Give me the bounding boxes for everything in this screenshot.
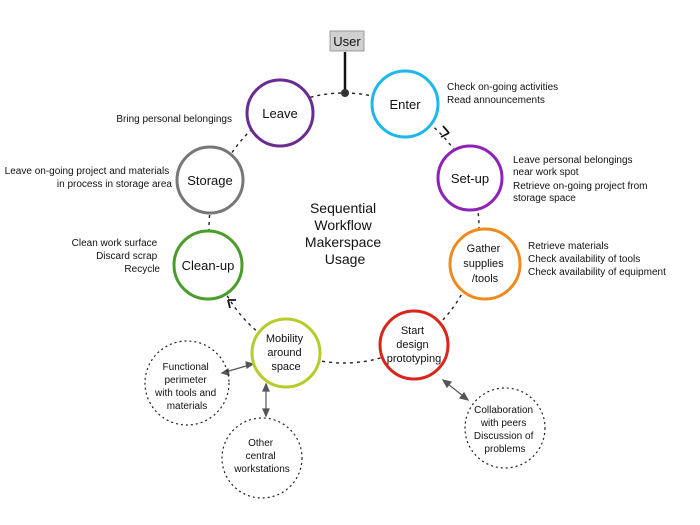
- step-setup-line: Set-up: [451, 171, 489, 186]
- step-storage: Storage Leave on-going project and mater…: [5, 145, 245, 215]
- peripheral-perimeter-label: Functional perimeter with tools and mate…: [154, 362, 219, 412]
- peripheral-central: Other central workstations: [221, 417, 303, 499]
- step-cleanup-circle: [172, 229, 244, 301]
- step-storage-line: Storage: [187, 173, 233, 188]
- peripheral-collab-line: Discussion of: [474, 431, 534, 442]
- step-leave: Leave Bring personal belongings: [116, 78, 315, 148]
- center-title-line: Workflow: [314, 217, 372, 233]
- step-gather-line: supplies: [463, 258, 504, 270]
- peripheral-collab-line: Collaboration: [474, 405, 533, 416]
- collab-start-arrow: [441, 379, 470, 401]
- step-start-line: design: [396, 339, 428, 351]
- peripheral-central-line: Other: [248, 438, 274, 449]
- step-mobility-line: space: [271, 361, 300, 373]
- step-enter-note: Read announcements: [447, 95, 545, 106]
- peripheral-collab-circle: [464, 387, 546, 469]
- step-setup-note: near work spot: [513, 167, 579, 178]
- step-cleanup-note: Discard scrap: [96, 251, 158, 262]
- center-title-line: Makerspace: [305, 234, 381, 250]
- step-enter-notes: Check on-going activities Read announcem…: [447, 82, 561, 106]
- step-setup-circle: [436, 144, 504, 212]
- step-setup-label: Set-up: [451, 171, 489, 186]
- center-title-line: Sequential: [310, 200, 376, 216]
- user-label: User: [333, 34, 361, 49]
- peripheral-perimeter-line: materials: [167, 401, 208, 412]
- peripheral-perimeter-line: perimeter: [164, 375, 207, 386]
- step-gather-line: /tools: [472, 273, 499, 285]
- step-cleanup-line: Clean-up: [182, 258, 235, 273]
- peripheral-central-label: Other central workstations: [233, 438, 290, 475]
- step-enter-circle: [370, 69, 440, 139]
- step-mobility-label: Mobility around space: [266, 333, 306, 373]
- step-start-line: Start: [401, 325, 424, 337]
- step-enter-note: Check on-going activities: [447, 82, 558, 93]
- step-leave-notes: Bring personal belongings: [116, 114, 232, 125]
- peripheral-central-circle: [221, 417, 303, 499]
- step-mobility-line: around: [267, 347, 301, 359]
- step-cleanup-note: Recycle: [124, 264, 160, 275]
- step-leave-label: Leave: [262, 106, 297, 121]
- step-gather-note: Check availability of equipment: [528, 267, 666, 278]
- step-enter: Enter Check on-going activities Read ann…: [370, 69, 561, 139]
- arrow-mobility-to-cleanup: [227, 299, 236, 309]
- step-start-line: prototyping: [387, 353, 441, 365]
- step-start: Start design prototyping: [378, 309, 450, 381]
- central-mobility-arrow: [262, 382, 270, 418]
- arrow-enter-to-setup: [440, 125, 450, 138]
- step-mobility: Mobility around space: [250, 317, 322, 389]
- step-storage-circle: [175, 145, 245, 215]
- step-gather-note: Check availability of tools: [528, 254, 640, 265]
- step-setup: Set-up Leave personal belongings near wo…: [436, 144, 650, 212]
- step-leave-note: Bring personal belongings: [116, 114, 232, 125]
- peripheral-collab: Collaboration with peers Discussion of p…: [464, 387, 546, 469]
- center-title-line: Usage: [325, 251, 366, 267]
- step-gather-notes: Retrieve materials Check availability of…: [528, 241, 666, 278]
- step-storage-notes: Leave on-going project and materials in …: [5, 166, 173, 190]
- peripheral-collab-label: Collaboration with peers Discussion of p…: [474, 405, 536, 455]
- step-setup-notes: Leave personal belongings near work spot…: [513, 155, 650, 204]
- step-start-label: Start design prototyping: [387, 325, 441, 365]
- step-cleanup-note: Clean work surface: [72, 238, 158, 249]
- step-storage-label: Storage: [187, 173, 233, 188]
- step-cleanup-label: Clean-up: [182, 258, 235, 273]
- peripheral-collab-line: problems: [484, 444, 525, 455]
- step-leave-circle: [245, 78, 315, 148]
- step-gather-line: Gather: [467, 243, 501, 255]
- step-gather-label: Gather supplies /tools: [463, 243, 506, 285]
- step-start-circle: [378, 309, 450, 381]
- step-mobility-line: Mobility: [266, 333, 304, 345]
- user-connector-dot: [341, 89, 349, 97]
- peripheral-perimeter-line: Functional: [163, 362, 209, 373]
- step-gather-circle: [448, 227, 522, 301]
- peripheral-central-line: workstations: [233, 464, 290, 475]
- step-setup-note: Retrieve on-going project from: [513, 181, 648, 192]
- step-gather: Gather supplies /tools Retrieve material…: [448, 227, 666, 301]
- step-storage-note: Leave on-going project and materials: [5, 166, 170, 177]
- peripheral-perimeter-line: with tools and: [154, 388, 216, 399]
- perimeter-mobility-arrow: [220, 361, 255, 376]
- step-cleanup: Clean-up Clean work surface Discard scra…: [72, 229, 244, 301]
- step-cleanup-notes: Clean work surface Discard scrap Recycle: [72, 238, 161, 275]
- step-setup-note: storage space: [513, 193, 576, 204]
- step-gather-note: Retrieve materials: [528, 241, 609, 252]
- user-box: [329, 30, 365, 52]
- step-storage-note: in process in storage area: [57, 179, 173, 190]
- peripheral-perimeter: Functional perimeter with tools and mate…: [144, 340, 230, 426]
- step-mobility-circle: [250, 317, 322, 389]
- peripheral-central-line: central: [246, 451, 276, 462]
- peripheral-collab-line: with peers: [480, 418, 527, 429]
- center-title: Sequential Workflow Makerspace Usage: [305, 200, 385, 267]
- step-setup-note: Leave personal belongings: [513, 155, 633, 166]
- step-enter-line: Enter: [389, 97, 421, 112]
- step-leave-line: Leave: [262, 106, 297, 121]
- step-enter-label: Enter: [389, 97, 421, 112]
- peripheral-perimeter-circle: [144, 340, 230, 426]
